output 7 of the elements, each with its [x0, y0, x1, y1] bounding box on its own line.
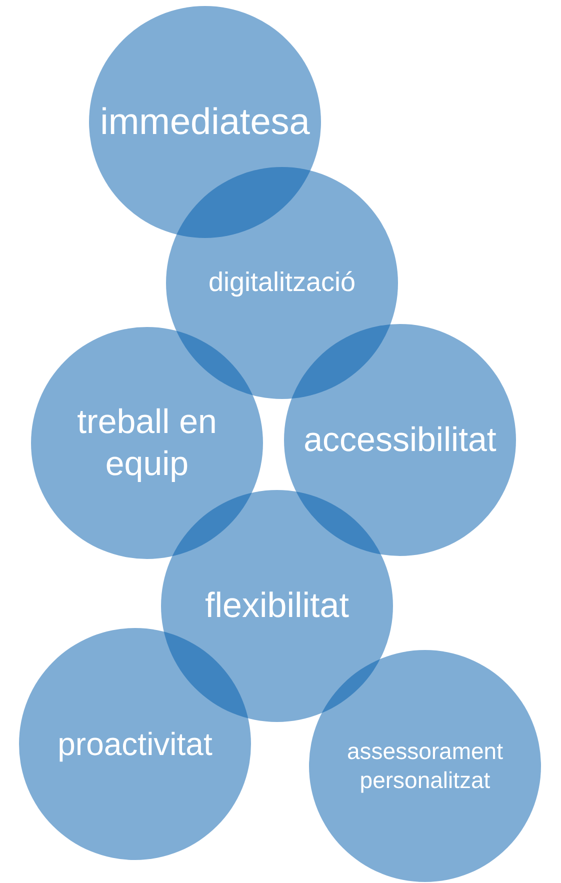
- circle-label: digitalització: [207, 266, 357, 300]
- circle-label: proactivitat: [56, 725, 214, 764]
- circle-label: accessibilitat: [302, 420, 498, 461]
- circle-label: flexibilitat: [204, 585, 350, 628]
- circle-label: immediatesa: [99, 100, 311, 144]
- circle-label: assessorament personalitzat: [346, 737, 504, 795]
- circle-label: treball en equip: [76, 402, 218, 485]
